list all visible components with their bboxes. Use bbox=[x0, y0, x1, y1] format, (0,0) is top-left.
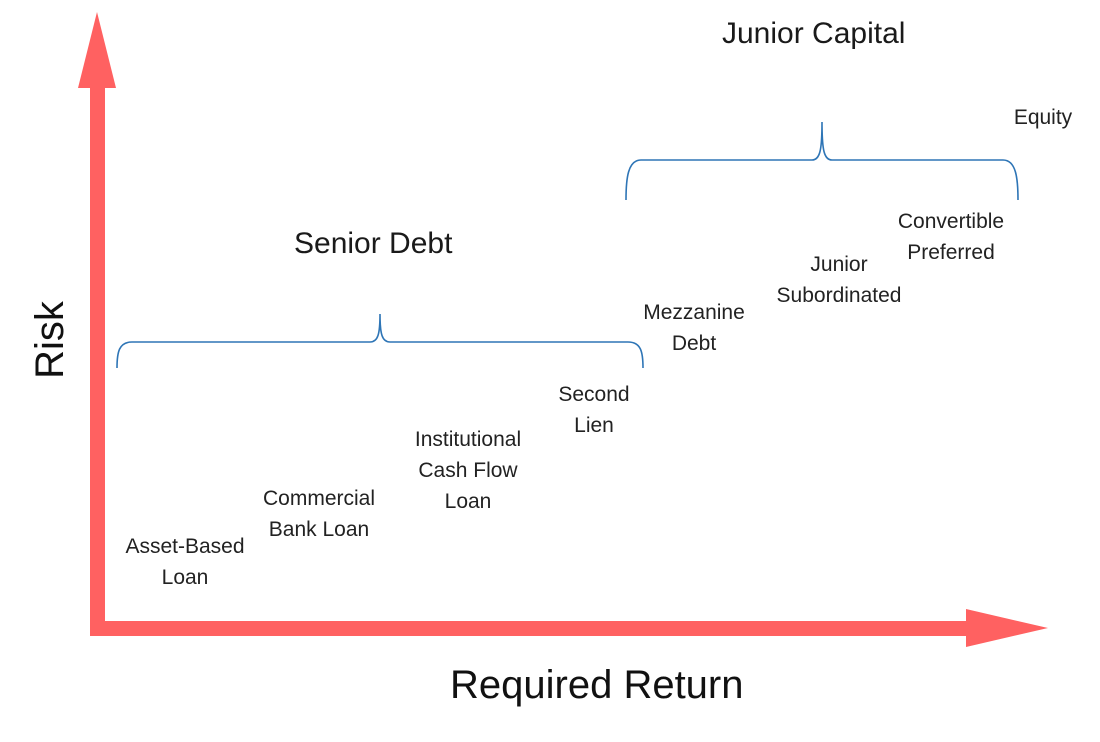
label-line: Subordinated bbox=[776, 284, 902, 307]
label-line: Loan bbox=[161, 566, 209, 589]
y-axis-arrow bbox=[78, 12, 116, 636]
label-line: Loan bbox=[444, 490, 492, 513]
label-line: Bank Loan bbox=[268, 518, 370, 541]
label-line: Debt bbox=[671, 332, 717, 355]
label-line: Lien bbox=[574, 414, 614, 437]
x-axis-arrowhead bbox=[966, 609, 1048, 647]
x-axis-shaft bbox=[90, 621, 972, 636]
label-line: Cash Flow bbox=[418, 459, 518, 482]
label-line: Institutional bbox=[414, 428, 522, 451]
label-line: Junior bbox=[810, 253, 868, 276]
junior-subordinated-label: Junior Subordinated bbox=[764, 249, 914, 311]
junior-capital-bracket bbox=[625, 121, 1019, 201]
senior-debt-bracket bbox=[116, 313, 644, 369]
asset-based-loan-label: Asset-Based Loan bbox=[117, 531, 253, 593]
senior-debt-heading: Senior Debt bbox=[294, 227, 453, 260]
label-line: Commercial bbox=[262, 487, 375, 510]
label-line: Second bbox=[558, 383, 630, 406]
mezzanine-debt-label: Mezzanine Debt bbox=[632, 297, 756, 359]
x-axis-title: Required Return bbox=[450, 663, 744, 707]
label-line: Convertible bbox=[897, 210, 1005, 233]
y-axis-arrowhead bbox=[78, 12, 116, 88]
x-axis-arrow bbox=[90, 609, 1048, 647]
convertible-preferred-label: Convertible Preferred bbox=[881, 206, 1021, 268]
label-line: Preferred bbox=[907, 241, 995, 264]
label-line: Asset-Based bbox=[125, 535, 245, 558]
y-axis-shaft bbox=[90, 86, 105, 636]
institutional-cash-flow-loan-label: Institutional Cash Flow Loan bbox=[398, 424, 538, 517]
second-lien-label: Second Lien bbox=[544, 379, 644, 441]
y-axis-title: Risk bbox=[28, 301, 72, 379]
label-line: Equity bbox=[1013, 106, 1073, 129]
commercial-bank-loan-label: Commercial Bank Loan bbox=[249, 483, 389, 545]
junior-capital-heading: Junior Capital bbox=[722, 17, 906, 50]
label-line: Mezzanine bbox=[643, 301, 745, 324]
equity-label: Equity bbox=[998, 102, 1088, 133]
